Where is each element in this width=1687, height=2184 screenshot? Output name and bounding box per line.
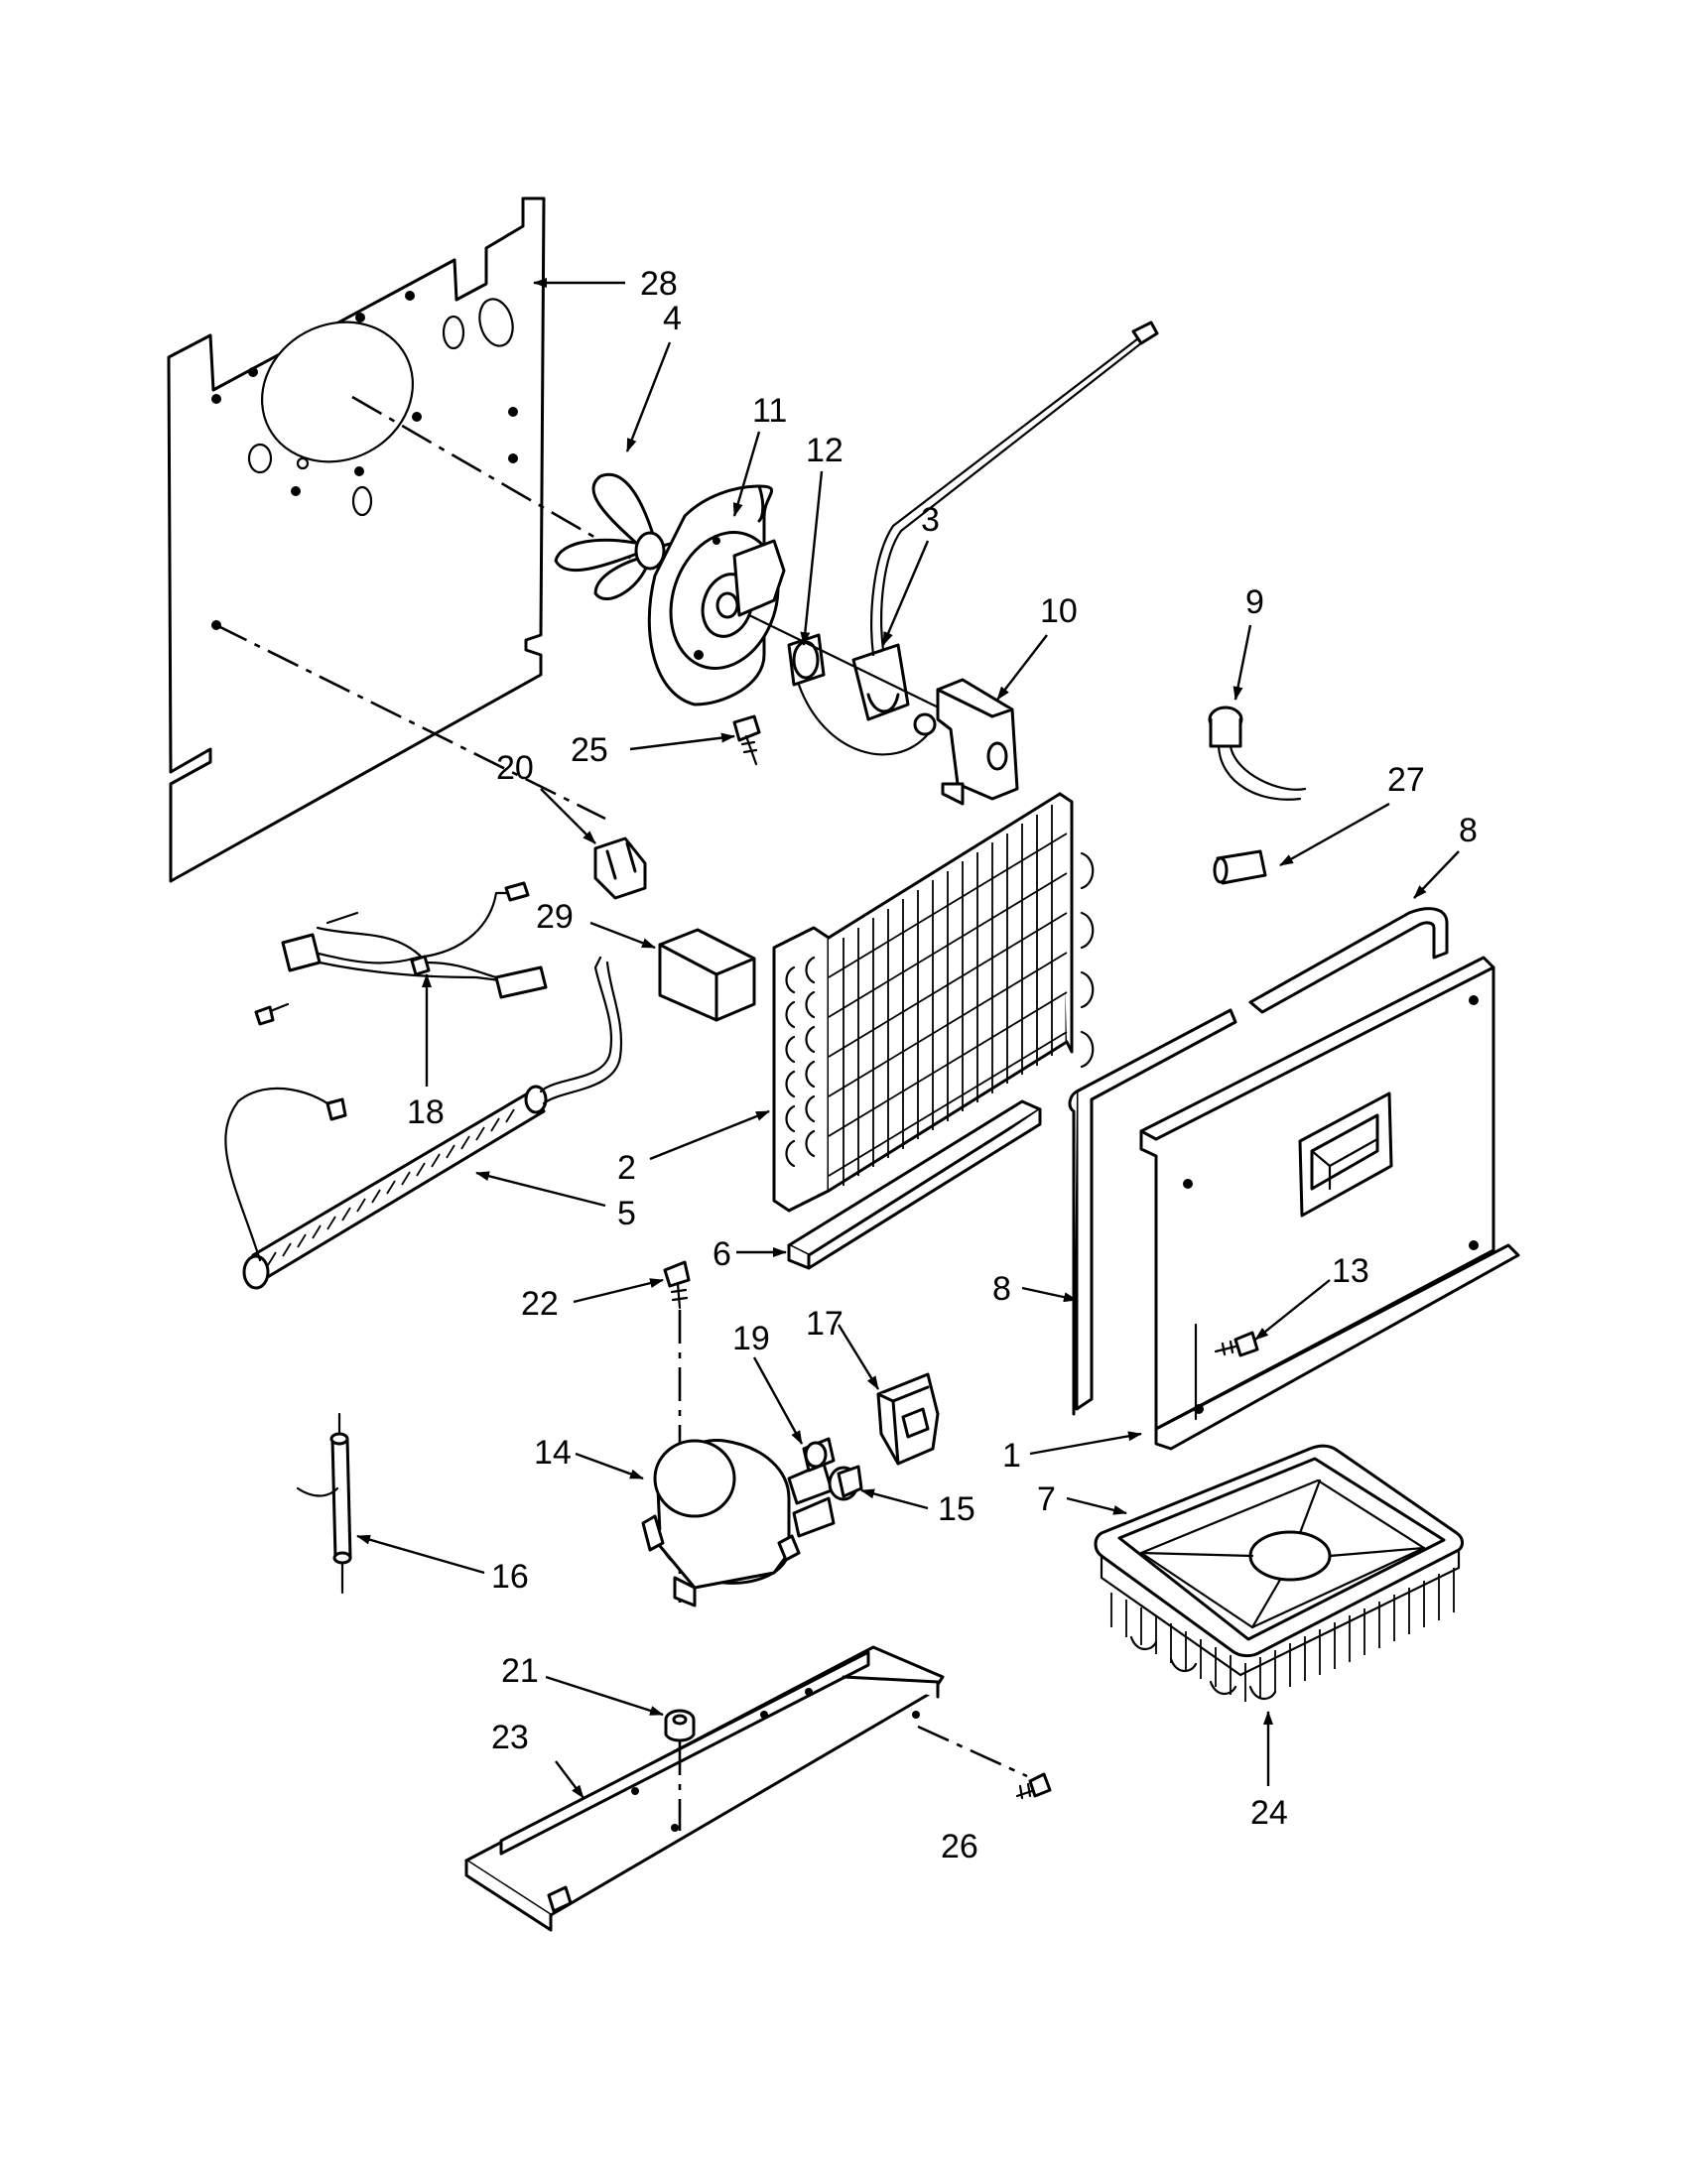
callout-7: 7 <box>1037 1480 1056 1518</box>
callout-2: 2 <box>617 1149 636 1187</box>
fan-shroud-part-11 <box>647 484 786 707</box>
callout-14: 14 <box>534 1434 572 1472</box>
side-bracket-part-8-left <box>1068 1008 1237 1416</box>
drain-pan-fins <box>1110 1568 1455 1702</box>
start-device-part-17 <box>876 1372 940 1466</box>
callout-labels: 28 4 11 12 3 10 9 27 8 25 20 29 18 2 5 6… <box>407 265 1478 1865</box>
callout-10: 10 <box>1040 592 1078 630</box>
callout-29: 29 <box>536 898 574 936</box>
relay-part-15 <box>828 1465 863 1501</box>
base-rail-part-23 <box>464 1645 945 1932</box>
callout-19: 19 <box>732 1320 770 1357</box>
leader-lines <box>356 278 1460 1799</box>
callout-20: 20 <box>496 749 534 787</box>
drier-part-16 <box>296 1412 352 1595</box>
relay-part-9 <box>1208 706 1307 801</box>
overload-part-19 <box>802 1437 836 1473</box>
drain-trough-part-6 <box>787 1099 1042 1270</box>
screw-part-25 <box>732 714 761 766</box>
fan-axis-line <box>351 395 636 563</box>
callout-5: 5 <box>617 1195 636 1232</box>
callout-15: 15 <box>938 1490 975 1528</box>
control-housing-part-10 <box>913 678 1019 806</box>
callout-28: 28 <box>640 265 678 303</box>
callout-8-left: 8 <box>992 1270 1011 1308</box>
clip-part-20 <box>593 836 647 900</box>
callout-1: 1 <box>1002 1437 1021 1475</box>
callout-22: 22 <box>521 1285 559 1323</box>
callout-8-upper: 8 <box>1459 812 1478 849</box>
condenser-coil-part-2 <box>772 792 1095 1213</box>
compartment-cover-part-1 <box>1139 956 1520 1451</box>
callout-17: 17 <box>806 1305 844 1343</box>
callout-16: 16 <box>491 1558 529 1596</box>
callout-12: 12 <box>806 432 844 469</box>
timer-part-3 <box>747 321 1159 721</box>
insulation-block-part-29 <box>658 928 756 1022</box>
mounting-axis-line <box>215 623 606 821</box>
callout-9: 9 <box>1245 583 1264 621</box>
callout-27: 27 <box>1387 761 1425 799</box>
screw-part-26 <box>1015 1772 1052 1800</box>
defrost-heater-part-5 <box>224 956 623 1290</box>
callout-21: 21 <box>501 1652 539 1690</box>
callout-13: 13 <box>1332 1252 1369 1290</box>
wiring-harness-part-18 <box>254 881 548 1026</box>
drain-pan-part-7 <box>1094 1444 1464 1702</box>
condenser-fins <box>828 805 1068 1186</box>
callout-4: 4 <box>663 300 682 337</box>
callout-3: 3 <box>921 501 940 539</box>
capacitor-part-27 <box>1213 849 1267 885</box>
side-bracket-part-8-upper <box>1248 907 1449 1014</box>
screw-part-13 <box>1214 1331 1259 1357</box>
callout-25: 25 <box>571 731 608 769</box>
callout-26: 26 <box>941 1828 978 1865</box>
condenser-return-bends <box>785 851 1095 1168</box>
callout-23: 23 <box>491 1719 529 1756</box>
grommet-part-21 <box>664 1709 696 1742</box>
screw-26-axis-line <box>917 1725 1028 1778</box>
callout-18: 18 <box>407 1093 445 1131</box>
callout-11: 11 <box>752 392 787 430</box>
compressor-part-14 <box>641 1439 836 1607</box>
screw-part-22 <box>663 1260 691 1310</box>
callout-24: 24 <box>1250 1794 1288 1832</box>
back-panel-part-28 <box>167 196 546 883</box>
callout-6: 6 <box>713 1235 731 1273</box>
